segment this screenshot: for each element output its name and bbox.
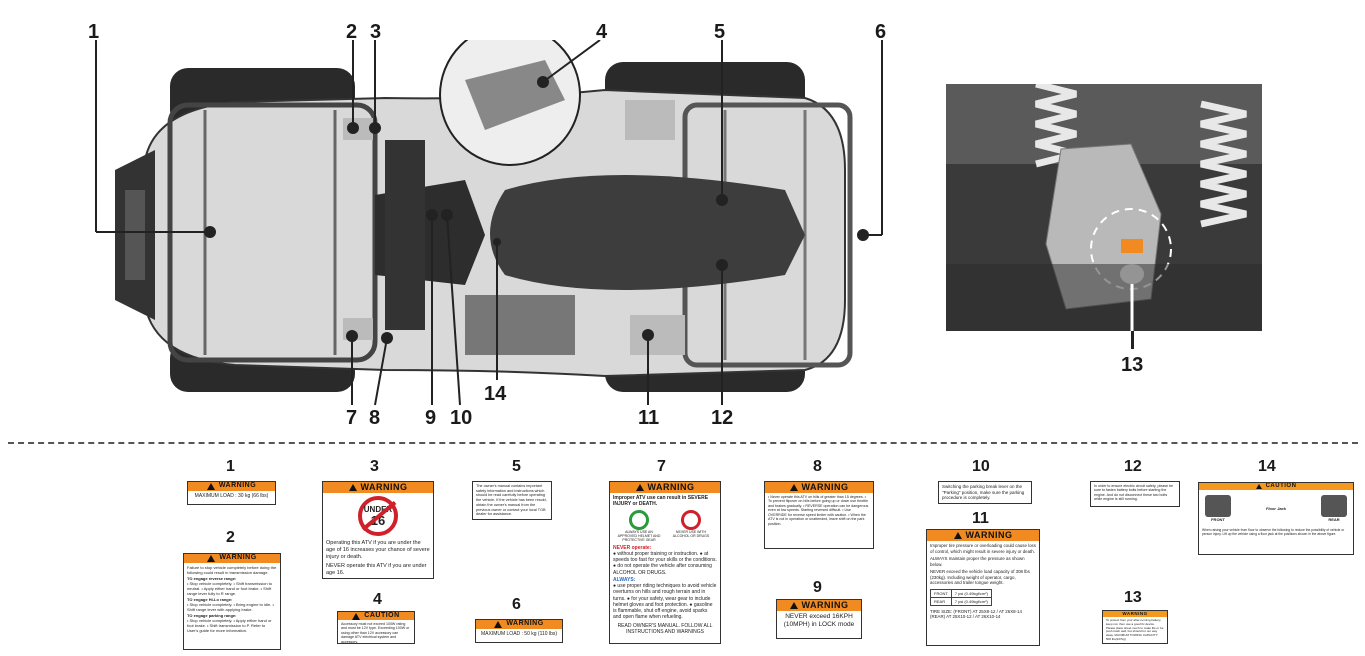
label-4-text: Accessory must not exceed 100W rating an… — [341, 622, 410, 644]
callout-8: 8 — [369, 407, 381, 429]
label-11-text: Improper tire pressure or overloading co… — [930, 543, 1036, 554]
callout-7: 7 — [346, 407, 358, 429]
label-11-rear: REAR — [930, 596, 952, 606]
label-2-header: WARNING — [219, 554, 257, 562]
label-12-number: 12 — [1124, 458, 1142, 475]
label-11-never: NEVER exceed the vehicle load capacity o… — [930, 569, 1030, 585]
label-11-tire: TIRE SIZE: (FRONT) AT 25X8-12 / AT 26X8-… — [930, 608, 1022, 620]
label-5-text: The owner's manual contains important sa… — [476, 484, 547, 517]
label-2: WARNING Failure to stop vehicle complete… — [183, 553, 281, 650]
label-9-header: WARNING — [801, 599, 849, 610]
label-7: WARNING Improper ATV use can result in S… — [609, 481, 721, 644]
label-4-number: 4 — [373, 591, 382, 608]
label-9: WARNING NEVER exceed 16KPH (10MPH) in LO… — [776, 599, 862, 639]
label-1-number: 1 — [226, 458, 235, 475]
label-7-number: 7 — [657, 458, 666, 475]
label-8-header: WARNING — [801, 481, 849, 492]
label-5-number: 5 — [512, 458, 521, 475]
label-2-text: Failure to stop vehicle completely befor… — [187, 565, 277, 575]
suspension-photo — [946, 84, 1262, 331]
label-11-number: 11 — [972, 510, 989, 527]
label-7-always-items: ● use proper riding techniques to avoid … — [613, 583, 717, 621]
label-14: CAUTION FRONT Floor Jack REAR When raisi… — [1198, 482, 1354, 555]
label-13-number: 13 — [1124, 589, 1142, 606]
label-11-val-front: 7 psi (0.49kgf/cm²) — [950, 588, 992, 598]
label-14-text: When raising your vehicle from floor to … — [1202, 528, 1345, 537]
section-divider — [8, 442, 1358, 444]
label-1-text: MAXIMUM LOAD : 30 kg (66 lbs) — [194, 493, 269, 499]
label-3-number: 3 — [370, 458, 379, 475]
label-12-text: In order to ensure electric circuit safe… — [1094, 484, 1174, 502]
label-13-text: To protect from your after-running batte… — [1106, 618, 1164, 641]
label-10-text: Switching the parking break lever on the… — [942, 484, 1025, 501]
label-4: CAUTION Accessory must not exceed 100W r… — [337, 611, 415, 644]
callout-5: 5 — [714, 21, 726, 43]
label-1: WARNING MAXIMUM LOAD : 30 kg (66 lbs) — [187, 481, 276, 505]
label-2-s1b: • Stop vehicle completely. • Shift trans… — [187, 581, 272, 596]
label-2-number: 2 — [226, 529, 235, 546]
label-11-val-rear: 7 psi (0.49kgf/cm²) — [950, 596, 992, 606]
label-14-front: FRONT — [1211, 516, 1225, 522]
label-10: Switching the parking break lever on the… — [938, 481, 1032, 504]
callout-14: 14 — [484, 383, 507, 405]
label-5: The owner's manual contains important sa… — [472, 481, 552, 520]
label-7-never-items: ● without proper training or instruction… — [613, 550, 717, 576]
label-12: In order to ensure electric circuit safe… — [1090, 481, 1180, 507]
label-8-text: • Never operate this ATV on hills of gre… — [768, 495, 869, 526]
label-7-icon-b: NEVER USE WITH ALCOHOL OR DRUGS — [672, 529, 710, 538]
label-9-number: 9 — [813, 579, 822, 596]
callout-11: 11 — [638, 407, 660, 429]
label-6-text: MAXIMUM LOAD : 50 kg (110 lbs) — [480, 631, 558, 637]
label-7-never: NEVER operate: — [613, 544, 652, 551]
label-7-title: Improper ATV use can result in SEVERE IN… — [613, 495, 709, 508]
label-3-under: UNDER — [363, 504, 393, 514]
label-11-always: ALWAYS maintain proper the pressure as s… — [930, 556, 1025, 567]
label-13-header: WARNING — [1122, 611, 1148, 617]
label-9-line2: (10MPH) in LOCK mode — [783, 621, 855, 629]
label-10-number: 10 — [972, 458, 990, 475]
label-3-header: WARNING — [360, 481, 408, 492]
callout-2: 2 — [346, 21, 358, 43]
callout-1: 1 — [88, 21, 100, 43]
callout-13: 13 — [1121, 354, 1144, 376]
label-2-s3: TO engage parking range: — [187, 613, 237, 618]
label-14-header: CAUTION — [1265, 482, 1297, 489]
label-6-header: WARNING — [506, 620, 544, 628]
label-7-always: ALWAYS: — [613, 576, 636, 583]
label-7-footer: READ OWNER'S MANUAL. FOLLOW ALL INSTRUCT… — [617, 622, 713, 635]
label-11: WARNING Improper tire pressure or overlo… — [926, 529, 1040, 646]
label-3: WARNING UNDER 16 Operating this ATV if y… — [322, 481, 434, 579]
callout-3: 3 — [370, 21, 382, 43]
label-14-number: 14 — [1258, 458, 1276, 475]
label-14-rear: REAR — [1328, 516, 1340, 522]
label-11-front: FRONT — [930, 588, 952, 598]
label-3-never: NEVER operate this ATV if you are under … — [326, 562, 427, 576]
atv-top-view-illustration — [95, 40, 883, 406]
label-4-header: CAUTION — [364, 611, 400, 619]
callout-13-line — [1131, 331, 1134, 349]
label-1-header: WARNING — [218, 482, 257, 490]
label-6: WARNING MAXIMUM LOAD : 50 kg (110 lbs) — [475, 619, 563, 643]
label-2-s3b: • Stop vehicle completely. • Apply eithe… — [187, 618, 272, 633]
label-8-number: 8 — [813, 458, 822, 475]
label-2-s2: TO engage Hi-Lo range: — [187, 597, 233, 602]
label-13: WARNING To protect from your after-runni… — [1102, 610, 1168, 644]
callout-4: 4 — [596, 21, 608, 43]
label-2-s1: TO engage reverse range: — [187, 576, 237, 581]
label-6-number: 6 — [512, 596, 521, 613]
callout-6: 6 — [875, 21, 887, 43]
label-11-header: WARNING — [965, 529, 1013, 540]
label-8: WARNING • Never operate this ATV on hill… — [764, 481, 874, 549]
label-14-floor: Floor Jack — [1265, 505, 1286, 511]
label-7-icon-a: ALWAYS USE AN APPROVED HELMET AND PROTEC… — [617, 529, 661, 543]
label-2-s2b: • Stop vehicle completely. • Bring engin… — [187, 602, 274, 612]
label-3-text: Operating this ATV if you are under the … — [326, 540, 430, 560]
label-9-line1: NEVER exceed 16KPH — [785, 613, 853, 620]
callout-12: 12 — [711, 407, 734, 429]
label-7-header: WARNING — [647, 481, 695, 492]
callout-9: 9 — [425, 407, 437, 429]
callout-10: 10 — [450, 407, 473, 429]
